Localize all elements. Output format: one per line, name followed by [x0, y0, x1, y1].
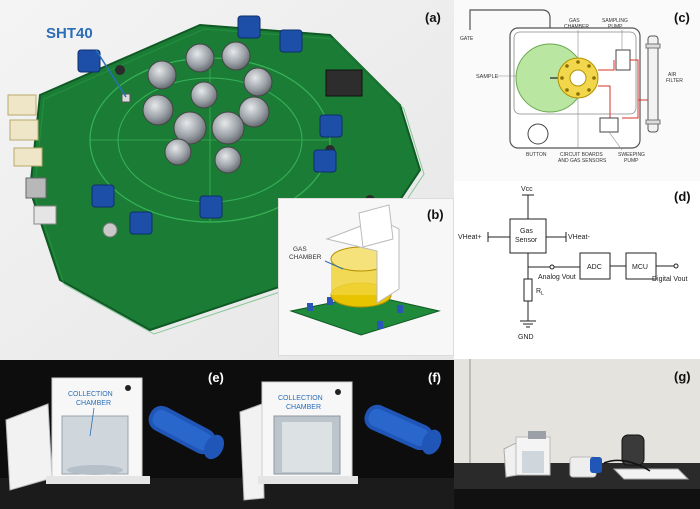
- gas-sensor-cans: [142, 41, 273, 174]
- sweeping-pump: [599, 117, 619, 133]
- vheat-plus-label: VHeat+: [458, 234, 482, 241]
- setup-illustration: [454, 359, 700, 509]
- vheat-minus-label: VHeat-: [568, 234, 590, 241]
- trimmer-potentiometers: [77, 15, 343, 235]
- collection-cup: [61, 415, 129, 475]
- back-wall: [454, 359, 700, 463]
- air-filter-tube: [364, 404, 442, 455]
- digital-node: [673, 263, 679, 269]
- gas-sensor: [185, 43, 215, 73]
- collection-chamber-label-line2: CHAMBER: [286, 404, 321, 411]
- gas-chamber-callout-line: [324, 260, 344, 270]
- sht40-callout-line: [95, 49, 127, 98]
- trimmer: [129, 211, 153, 235]
- panel-label-c: (c): [674, 10, 690, 25]
- fan: [621, 434, 645, 466]
- gas-chamber-label-line1: GAS: [293, 246, 307, 253]
- panel-label-f: (f): [428, 370, 441, 385]
- gate-tube: [469, 9, 551, 30]
- sht40-callout-label: SHT40: [46, 25, 93, 42]
- gas-sensor-label-line2: Sensor: [515, 237, 538, 244]
- gnd-label: GND: [518, 334, 534, 341]
- air-filter-tube: [148, 405, 225, 460]
- sensor-dots: [560, 60, 596, 96]
- panel-label-g: (g): [674, 369, 691, 384]
- open-door: [239, 403, 265, 501]
- sampling-pump: [615, 49, 631, 71]
- gas-sensor: [147, 60, 177, 90]
- panel-label-b: (b): [427, 207, 444, 222]
- collection-chamber-label-line1: COLLECTION: [278, 395, 323, 402]
- air-filter: [647, 35, 659, 133]
- gas-sensor-box: [509, 218, 547, 254]
- rl-label: RL: [536, 288, 544, 297]
- mounting-screw: [102, 222, 118, 238]
- panel-label-d: (d): [674, 189, 691, 204]
- vcc-label: Vcc: [521, 186, 533, 193]
- open-door: [5, 403, 53, 491]
- sht40-sensor-chip: [121, 93, 131, 103]
- panel-d-circuit-schematic: Vcc Gas Sensor VHeat+ VHeat- Analog Vout…: [454, 181, 700, 359]
- sweeping-pump-label-line1: SWEEPING: [618, 152, 645, 158]
- digital-vout-label: Digital Vout: [652, 276, 687, 283]
- panel-f-collection-chamber-photo: COLLECTION CHAMBER (f): [232, 360, 454, 509]
- trimmer: [77, 49, 101, 73]
- gas-sensor: [214, 146, 242, 174]
- gas-chamber-label-line2: CHAMBER: [289, 254, 322, 261]
- load-resistor: [523, 278, 533, 302]
- air-filter-label-line2: FILTER: [666, 78, 683, 84]
- trimmer: [199, 195, 223, 219]
- collection-chamber-illustration-2: COLLECTION CHAMBER: [232, 381, 454, 509]
- device-layout-diagram: GATE SAMPLE GAS CHAMBER SAMPLING PUMP: [460, 9, 683, 164]
- trimmer: [237, 15, 261, 39]
- sampling-pump-label-line1: SAMPLING: [602, 18, 628, 24]
- circuit-schematic: Vcc Gas Sensor VHeat+ VHeat- Analog Vout…: [458, 186, 687, 341]
- trimmer: [313, 149, 337, 173]
- panel-c-device-layout: GATE SAMPLE GAS CHAMBER SAMPLING PUMP: [454, 0, 700, 181]
- trimmer: [319, 114, 343, 138]
- gas-sensor: [164, 138, 192, 166]
- gas-sensor: [190, 81, 218, 109]
- power-strip: [612, 468, 690, 480]
- sweeping-pump-label-line2: PUMP: [624, 158, 639, 164]
- button-label: BUTTON: [526, 152, 547, 158]
- circuit-label-line2: AND GAS SENSORS: [558, 158, 607, 164]
- sample-label: SAMPLE: [476, 74, 499, 80]
- trimmer: [279, 29, 303, 53]
- collection-chamber-label-line1: COLLECTION: [68, 391, 113, 398]
- panel-label-a: (a): [425, 10, 441, 25]
- gas-sensor: [238, 96, 270, 128]
- sampling-pump-label-line2: PUMP: [608, 24, 623, 30]
- left-connectors: [7, 94, 57, 225]
- panel-b-gas-chamber-render: GAS CHAMBER (b): [278, 198, 454, 356]
- mcu-label: MCU: [632, 264, 648, 271]
- device-button: [527, 123, 549, 145]
- panel-label-e: (e): [208, 370, 224, 385]
- air-filter-label-line1: AIR: [668, 72, 677, 78]
- panel-e-collection-chamber-photo: COLLECTION CHAMBER (e): [0, 360, 232, 509]
- analog-vout-label: Analog Vout: [538, 274, 576, 281]
- gas-sensor: [211, 111, 245, 145]
- gas-chamber-illustration: GAS CHAMBER: [289, 204, 441, 336]
- trimmer: [91, 184, 115, 208]
- gas-sensor: [142, 94, 174, 126]
- collection-chamber-label-line2: CHAMBER: [76, 400, 111, 407]
- mounting-hole: [115, 65, 125, 75]
- usb-connector: [325, 69, 363, 97]
- panel-g-setup-photo: (g): [454, 359, 700, 509]
- gas-chamber-label-line2: CHAMBER: [564, 24, 589, 30]
- red-tube: [622, 59, 639, 119]
- gas-sensor: [221, 41, 251, 71]
- circuit-label-line1: CIRCUIT BOARDS: [560, 152, 603, 158]
- adc-label: ADC: [587, 264, 602, 271]
- collection-chamber-illustration: COLLECTION CHAMBER: [0, 377, 232, 509]
- gas-sensor: [173, 111, 207, 145]
- gate-label: GATE: [460, 36, 474, 42]
- red-tube: [598, 60, 615, 71]
- gas-chamber-label-line1: GAS: [569, 18, 580, 24]
- analog-node: [549, 264, 555, 270]
- gas-sensor: [243, 67, 273, 97]
- gas-sensor-label-line1: Gas: [520, 228, 533, 235]
